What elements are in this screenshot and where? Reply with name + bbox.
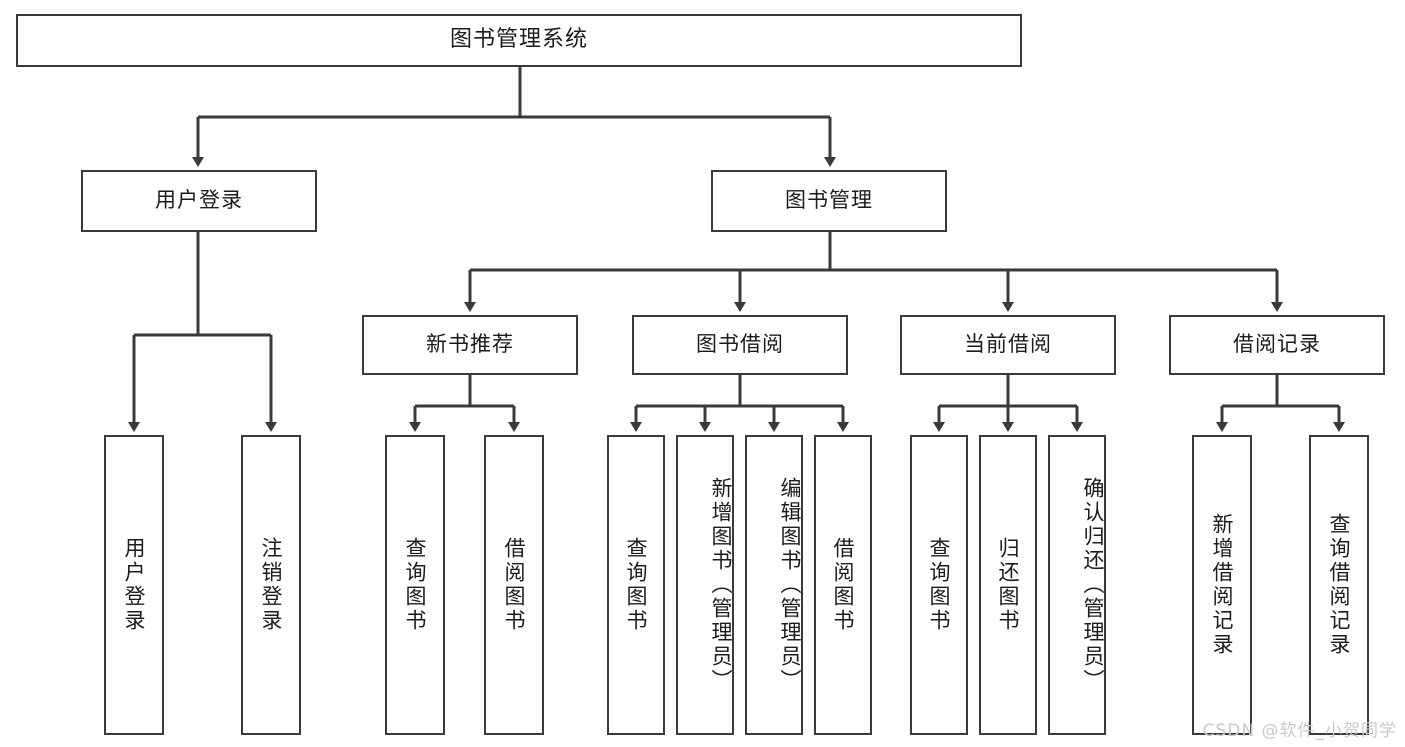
leaf-user-logout[interactable]: 注销登录 xyxy=(241,435,301,735)
node-label: 图书管理 xyxy=(785,188,873,213)
leaf-confirm-return-admin[interactable]: 确认归还（管理员） xyxy=(1048,435,1106,735)
node-book-borrow[interactable]: 图书借阅 xyxy=(632,315,848,375)
leaf-user-login[interactable]: 用户登录 xyxy=(104,435,164,735)
leaf-add-book-admin[interactable]: 新增图书（管理员） xyxy=(676,435,734,735)
csdn-watermark: CSDN @软件_小贺同学 xyxy=(1202,721,1397,741)
node-label: 新书推荐 xyxy=(426,332,514,357)
node-label: 借阅图书 xyxy=(502,537,527,633)
node-label: 确认归还（管理员） xyxy=(1081,477,1105,693)
leaf-query-book-current[interactable]: 查询图书 xyxy=(910,435,968,735)
node-current-borrow[interactable]: 当前借阅 xyxy=(900,315,1116,375)
node-label: 查询图书 xyxy=(927,537,952,633)
node-label: 注销登录 xyxy=(259,537,284,633)
node-label: 新增图书（管理员） xyxy=(709,477,733,693)
node-label: 用户登录 xyxy=(122,537,147,633)
node-new-book-recommend[interactable]: 新书推荐 xyxy=(362,315,578,375)
node-label: 当前借阅 xyxy=(964,332,1052,357)
leaf-query-borrow-record[interactable]: 查询借阅记录 xyxy=(1309,435,1369,735)
node-label: 新增借阅记录 xyxy=(1210,513,1235,657)
leaf-borrow-book-recommend[interactable]: 借阅图书 xyxy=(484,435,544,735)
node-label: 归还图书 xyxy=(996,537,1021,633)
node-label: 图书管理系统 xyxy=(449,27,588,53)
node-label: 借阅图书 xyxy=(831,537,856,633)
node-label: 借阅记录 xyxy=(1233,332,1321,357)
node-book-management[interactable]: 图书管理 xyxy=(711,170,947,232)
leaf-edit-book-admin[interactable]: 编辑图书（管理员） xyxy=(745,435,803,735)
leaf-borrow-book[interactable]: 借阅图书 xyxy=(814,435,872,735)
node-label: 编辑图书（管理员） xyxy=(778,477,802,693)
node-label: 查询借阅记录 xyxy=(1327,513,1352,657)
node-user-login[interactable]: 用户登录 xyxy=(81,170,317,232)
leaf-add-borrow-record[interactable]: 新增借阅记录 xyxy=(1192,435,1252,735)
node-label: 查询图书 xyxy=(403,537,428,633)
node-label: 用户登录 xyxy=(155,188,243,213)
node-label: 查询图书 xyxy=(624,537,649,633)
node-root-system[interactable]: 图书管理系统 xyxy=(16,14,1022,67)
node-borrow-record[interactable]: 借阅记录 xyxy=(1169,315,1385,375)
leaf-query-book-borrow[interactable]: 查询图书 xyxy=(607,435,665,735)
leaf-query-book-recommend[interactable]: 查询图书 xyxy=(385,435,445,735)
node-label: 图书借阅 xyxy=(696,332,784,357)
leaf-return-book[interactable]: 归还图书 xyxy=(979,435,1037,735)
